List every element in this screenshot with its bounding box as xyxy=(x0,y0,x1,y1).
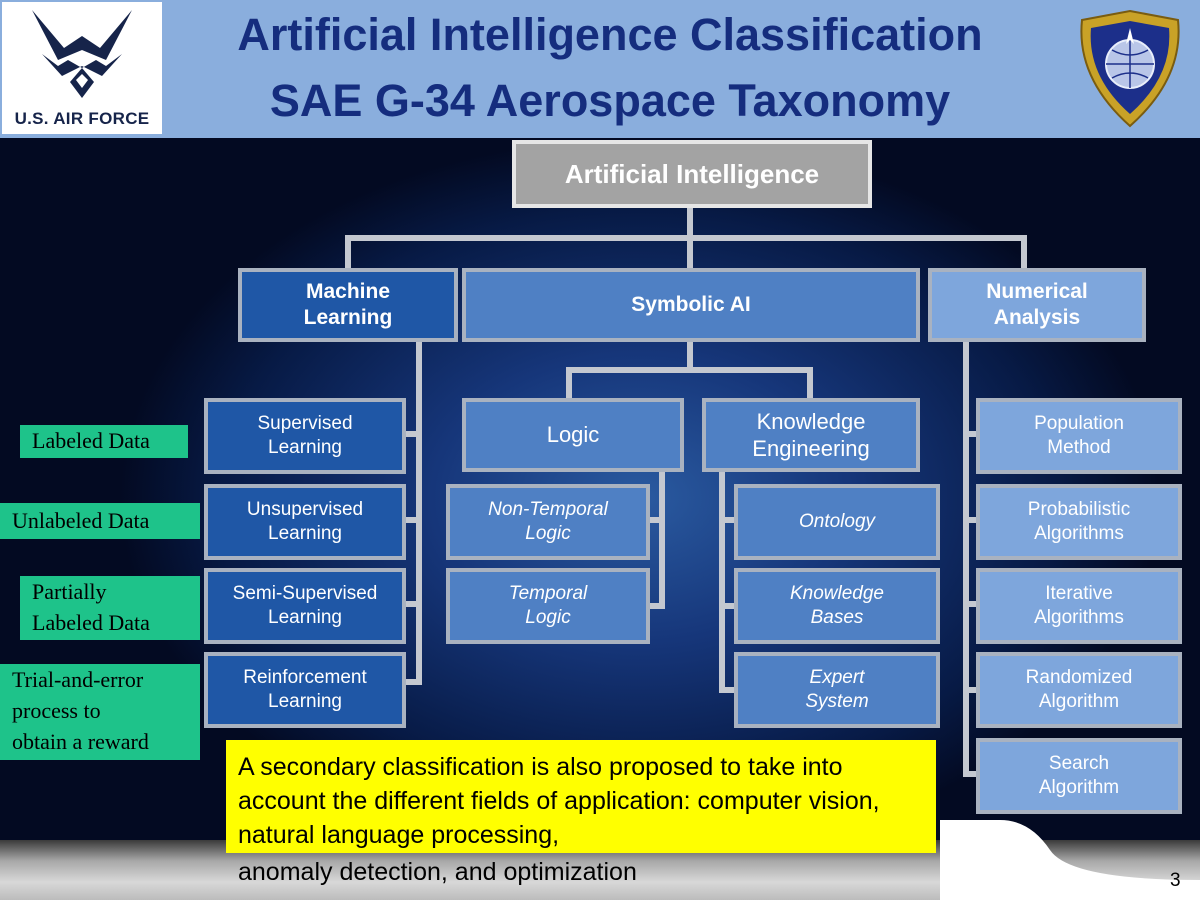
node-numerical-analysis: Numerical Analysis xyxy=(928,268,1146,342)
node-knowledge-engineering: Knowledge Engineering xyxy=(702,398,920,472)
afrl-seal-icon xyxy=(1080,9,1180,128)
logo-text: U.S. AIR FORCE xyxy=(14,109,150,128)
node-knowledge-bases: Knowledge Bases xyxy=(734,568,940,644)
node-logic: Logic xyxy=(462,398,684,472)
node-iterative-algorithms: Iterative Algorithms xyxy=(976,568,1182,644)
node-temporal-logic: Temporal Logic xyxy=(446,568,650,644)
node-unsupervised-learning: Unsupervised Learning xyxy=(204,484,406,560)
node-machine-learning: Machine Learning xyxy=(238,268,458,342)
node-reinforcement-learning: Reinforcement Learning xyxy=(204,652,406,728)
footer-swoosh xyxy=(940,820,1200,900)
node-symbolic-ai: Symbolic AI xyxy=(462,268,920,342)
air-force-wings-icon xyxy=(32,10,132,98)
node-search-algorithm: Search Algorithm xyxy=(976,738,1182,814)
slide-header: U.S. AIR FORCE Artificial Intelligence C… xyxy=(0,0,1200,138)
node-non-temporal-logic: Non-Temporal Logic xyxy=(446,484,650,560)
secondary-classification-note: A secondary classification is also propo… xyxy=(226,740,936,853)
annotation-labeled-data: Labeled Data xyxy=(20,425,188,458)
tree-connectors xyxy=(345,205,1027,777)
annotation-trial-and-error: Trial-and-error process to obtain a rewa… xyxy=(0,664,200,760)
node-probabilistic-algorithms: Probabilistic Algorithms xyxy=(976,484,1182,560)
node-artificial-intelligence: Artificial Intelligence xyxy=(512,140,872,208)
page-number: 3 xyxy=(1170,870,1181,891)
annotation-partially-labeled-data: Partially Labeled Data xyxy=(20,576,200,640)
annotation-unlabeled-data: Unlabeled Data xyxy=(0,503,200,539)
air-force-logo: U.S. AIR FORCE xyxy=(2,2,162,134)
node-supervised-learning: Supervised Learning xyxy=(204,398,406,474)
node-randomized-algorithm: Randomized Algorithm xyxy=(976,652,1182,728)
slide-title: Artificial Intelligence Classification xyxy=(237,9,983,60)
node-ontology: Ontology xyxy=(734,484,940,560)
node-expert-system: Expert System xyxy=(734,652,940,728)
node-semi-supervised-learning: Semi-Supervised Learning xyxy=(204,568,406,644)
slide-subtitle: SAE G-34 Aerospace Taxonomy xyxy=(269,75,951,126)
node-population-method: Population Method xyxy=(976,398,1182,474)
secondary-classification-note-continued: anomaly detection, and optimization xyxy=(238,858,637,886)
